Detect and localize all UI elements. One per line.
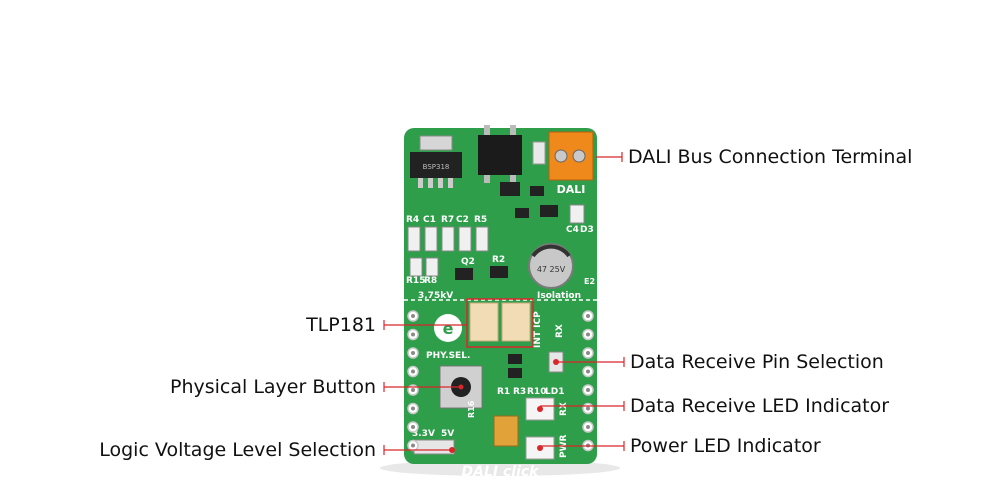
smd-capacitor <box>569 204 585 224</box>
transistor <box>530 186 544 196</box>
header-pin-hole <box>411 369 415 374</box>
silk-r1: R1 <box>497 387 510 397</box>
rectifier-leg <box>510 175 516 183</box>
callout-physical-layer: Physical Layer Button <box>170 376 376 398</box>
header-pin-hole <box>411 443 415 448</box>
header-pin-hole <box>586 369 590 374</box>
silk-r15: R15 <box>406 276 425 286</box>
right-header-pins <box>582 310 594 452</box>
smd-resistor <box>409 257 423 277</box>
silk-r16: R16 <box>467 400 476 418</box>
chip-leg <box>438 178 443 188</box>
callout-data-receive-led: Data Receive LED Indicator <box>630 395 890 417</box>
smd-resistor <box>441 226 455 252</box>
smd-capacitor <box>424 226 438 252</box>
rectifier-chip <box>478 135 522 175</box>
chip-leg <box>428 178 433 188</box>
voltage-jumper <box>413 439 455 455</box>
smd-resistor <box>475 226 489 252</box>
silk-isolation: Isolation <box>537 291 581 301</box>
transistor-q2 <box>455 268 473 280</box>
header-pin-hole <box>411 332 415 337</box>
brand-label: DALI click <box>462 464 541 480</box>
silk-c4: C4 <box>566 225 579 235</box>
tlp181-optocoupler <box>501 302 531 342</box>
callout-tlp181: TLP181 <box>306 314 376 336</box>
rectifier-leg <box>510 125 516 135</box>
silk-rx-led: RX <box>559 402 569 416</box>
smd-part <box>508 368 522 378</box>
mikro-logo-glyph: e <box>443 319 454 338</box>
smd-resistor <box>407 226 421 252</box>
callout-lines <box>383 152 625 455</box>
header-pin-hole <box>411 314 415 318</box>
tantalum-capacitor <box>493 415 519 447</box>
rectifier-leg <box>484 125 490 135</box>
silk-ld1: LD1 <box>545 387 564 397</box>
resistor <box>532 141 546 165</box>
header-pin-hole <box>411 351 415 355</box>
header-pin-hole <box>411 406 415 411</box>
header-pin-hole <box>411 388 415 392</box>
chip-label: BSP318 <box>423 163 450 171</box>
silk-r7: R7 <box>441 215 454 225</box>
electrolytic-capacitor <box>528 243 574 289</box>
silk-r8: R8 <box>424 276 437 286</box>
capacitor-stripe <box>531 244 571 258</box>
header-pin-hole <box>586 425 590 429</box>
silk-3v3: 3.3V <box>412 429 435 439</box>
silk-5v: 5V <box>441 429 454 439</box>
rx-led-marker <box>537 406 543 412</box>
silk-c2: C2 <box>456 215 469 225</box>
left-header-pins <box>407 310 419 452</box>
silk-r5: R5 <box>474 215 487 225</box>
callout-dali-bus: DALI Bus Connection Terminal <box>628 146 913 168</box>
header-pin-hole <box>586 314 590 318</box>
smd-part <box>508 354 522 364</box>
transistor <box>500 182 520 196</box>
header-pin-hole <box>586 388 590 392</box>
silk-r10: R10 <box>527 387 546 397</box>
chip-leg <box>448 178 453 188</box>
header-pin-hole <box>586 351 590 355</box>
callout-power-led: Power LED Indicator <box>630 435 821 457</box>
silk-d3: D3 <box>580 225 594 235</box>
smd-diode <box>540 205 558 217</box>
silk-int-icp: INT ICP <box>533 311 543 348</box>
chip-leg <box>418 178 423 188</box>
mikro-logo <box>434 314 462 342</box>
silk-r4: R4 <box>406 215 419 225</box>
terminal-screw <box>554 149 568 163</box>
silk-q2: Q2 <box>461 257 475 267</box>
transistor <box>490 266 508 278</box>
dali-silk-label: DALI <box>557 183 586 196</box>
header-pin-hole <box>411 425 415 429</box>
smd-resistor <box>425 257 439 277</box>
metal-pad <box>419 135 453 151</box>
rectifier-leg <box>484 175 490 183</box>
tlp181-highlight <box>466 298 534 348</box>
silk-rx: RX <box>555 324 565 338</box>
silk-r2: R2 <box>492 255 505 265</box>
silk-c1: C1 <box>423 215 436 225</box>
header-pin-hole <box>586 406 590 411</box>
capacitor-label: 47 25V <box>537 265 566 274</box>
callout-data-receive-pin: Data Receive Pin Selection <box>630 351 884 373</box>
silk-kv: 3,75kV <box>418 291 453 301</box>
tlp181-optocoupler <box>469 302 499 342</box>
callout-logic-voltage: Logic Voltage Level Selection <box>99 439 376 461</box>
header-pin-hole <box>586 332 590 337</box>
smd-part <box>515 208 529 218</box>
silk-e2: E2 <box>584 277 595 286</box>
silk-phy-sel: PHY.SEL. <box>426 351 470 361</box>
smd-capacitor <box>458 226 472 252</box>
bsp318-chip <box>410 152 462 178</box>
silk-r3: R3 <box>513 387 526 397</box>
terminal-screw <box>572 149 586 163</box>
